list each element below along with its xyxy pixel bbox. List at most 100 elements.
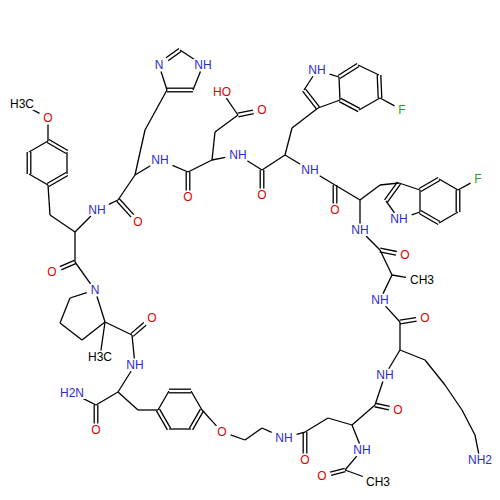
bond-line: [161, 71, 167, 90]
bond-line: [419, 177, 438, 188]
bond-line: [375, 407, 389, 410]
bond-line: [169, 428, 191, 429]
bond-line: [226, 98, 238, 115]
atom-label: NH: [150, 154, 169, 166]
bond-line: [339, 77, 340, 100]
atom-label: NH: [87, 204, 106, 216]
bond-line: [83, 399, 96, 405]
bond-line: [419, 190, 420, 212]
bond-line: [119, 199, 133, 215]
bond-line: [358, 65, 379, 75]
bond-line: [167, 88, 193, 89]
bond-line: [82, 322, 105, 340]
atom-label: N: [154, 59, 165, 71]
bond-line: [245, 428, 262, 440]
bond-line: [377, 75, 378, 98]
bond-line: [118, 175, 135, 200]
bond-line: [238, 114, 253, 117]
bond-line: [360, 185, 380, 200]
bond-line: [331, 472, 345, 476]
bond-line: [74, 232, 75, 262]
atom-label: NH2: [467, 454, 493, 466]
bond-line: [97, 405, 98, 424]
bond-line: [47, 172, 66, 183]
bond-line: [167, 91, 193, 92]
bond-line: [400, 318, 416, 321]
atom-label: NH: [125, 359, 144, 371]
bond-line: [33, 110, 40, 114]
bond-line: [135, 130, 145, 175]
atom-label: O: [90, 424, 101, 436]
bond-line: [193, 411, 204, 430]
bond-line: [118, 392, 138, 410]
bond-line: [425, 360, 445, 385]
bond-line: [158, 391, 169, 410]
bond-line: [61, 264, 75, 270]
bond-line: [238, 110, 253, 113]
bond-line: [169, 392, 191, 393]
bond-line: [212, 157, 225, 160]
bond-line: [303, 432, 304, 454]
bond-line: [375, 403, 389, 406]
atom-label: F: [473, 173, 482, 185]
bond-line: [260, 170, 261, 189]
bond-line: [400, 350, 425, 360]
bond-line: [285, 128, 292, 155]
bond-line: [439, 212, 458, 223]
bond-line: [60, 298, 70, 323]
bond-line: [75, 216, 91, 232]
bond-line: [169, 389, 191, 390]
bond-line: [328, 418, 352, 425]
atom-label: O: [419, 312, 430, 324]
atom-label: H3C: [9, 98, 35, 110]
atom-label: NH: [300, 164, 319, 176]
bond-line: [458, 183, 471, 190]
bond-line: [132, 335, 134, 359]
bond-line: [173, 165, 188, 172]
bond-line: [75, 262, 91, 284]
atom-label: NH: [370, 294, 389, 306]
bond-line: [50, 215, 75, 232]
atom-label: O: [256, 104, 267, 116]
atom-label: O: [316, 470, 327, 482]
atom-label: O: [399, 249, 410, 261]
bond-line: [381, 75, 382, 98]
bond-line: [180, 50, 194, 59]
bond-line: [263, 170, 264, 189]
bond-line: [330, 74, 339, 77]
bond-line: [359, 200, 360, 224]
bond-line: [445, 385, 462, 410]
bond-line: [145, 90, 167, 130]
bond-line: [27, 152, 28, 174]
bond-line: [101, 322, 105, 351]
bond-line: [94, 405, 95, 424]
bond-line: [320, 176, 335, 185]
bond-line: [380, 250, 392, 275]
bond-line: [191, 391, 202, 410]
bond-line: [109, 200, 118, 204]
bond-line: [389, 350, 400, 369]
bond-line: [462, 410, 475, 435]
bond-line: [105, 322, 132, 335]
bond-line: [475, 435, 479, 454]
bond-line: [118, 371, 131, 392]
atom-label: NH: [389, 213, 408, 225]
bond-line: [412, 212, 420, 215]
bond-line: [48, 185, 50, 215]
bond-line: [380, 248, 396, 251]
bond-line: [399, 322, 400, 350]
bond-line: [297, 432, 305, 434]
atom-label: O: [392, 404, 403, 416]
bond-line: [387, 184, 400, 202]
atom-label: CH3: [409, 274, 435, 286]
bond-line: [186, 172, 187, 191]
bond-line: [168, 51, 181, 60]
atom-label: O: [216, 426, 227, 438]
bond-line: [96, 392, 118, 405]
bond-line: [66, 152, 67, 174]
bond-line: [359, 98, 380, 110]
bond-line: [383, 275, 392, 294]
bond-line: [189, 172, 190, 191]
bond-line: [47, 125, 48, 142]
